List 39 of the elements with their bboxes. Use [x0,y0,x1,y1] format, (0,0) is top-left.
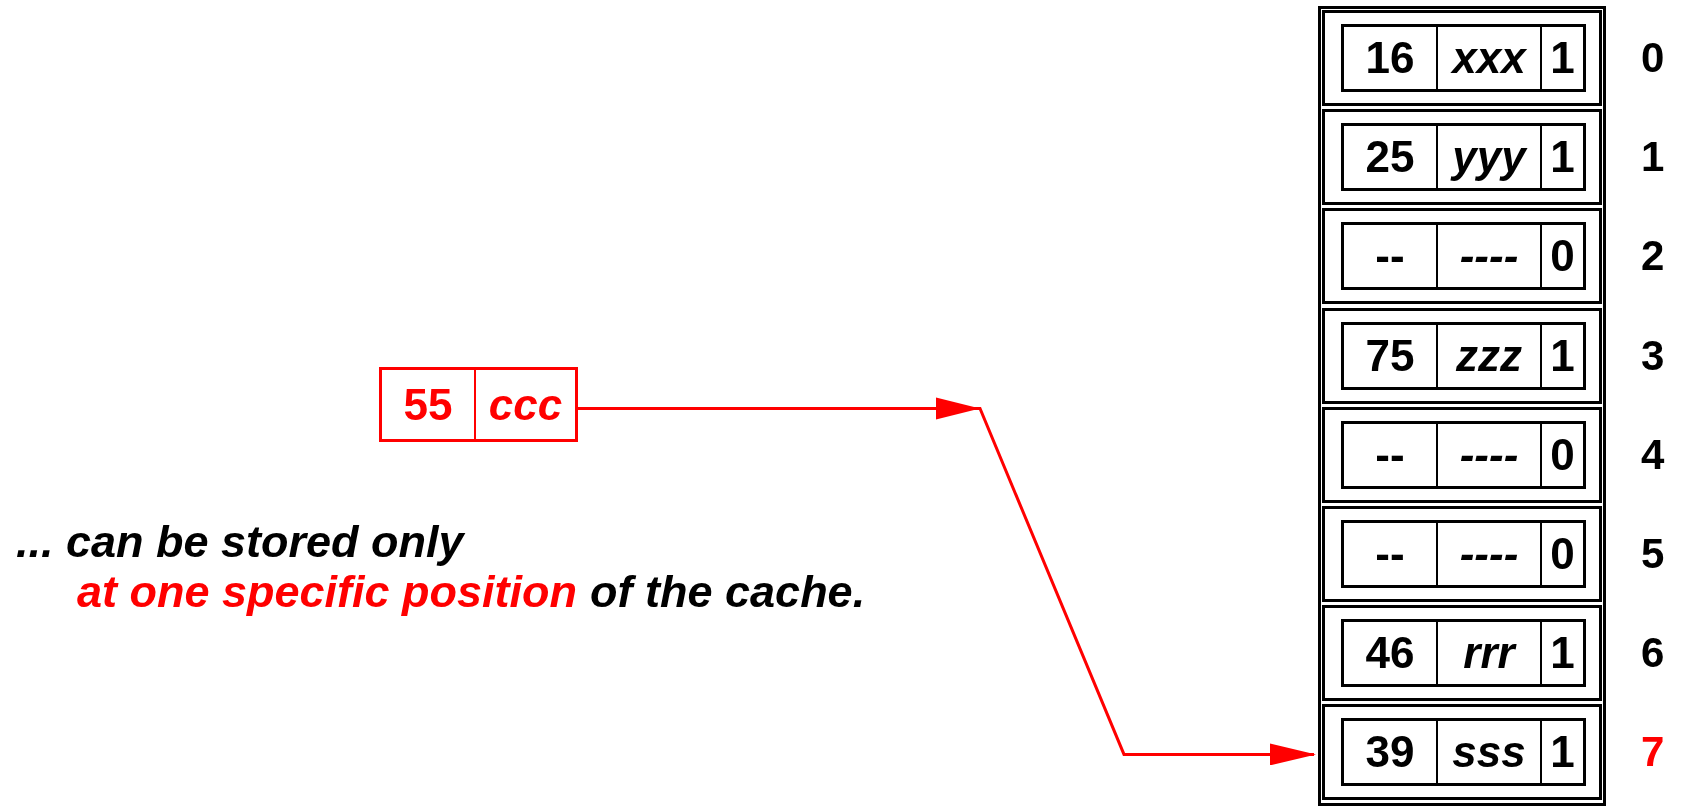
line-index: 7 [1641,728,1665,777]
data-value: sss [1452,727,1526,778]
tag-value: 25 [1365,132,1415,183]
line-index: 5 [1641,530,1665,578]
line-index: 4 [1641,430,1665,479]
line-index: 1 [1641,133,1665,182]
data-value: yyy [1452,132,1526,183]
caption-text: of the cache. [590,566,866,618]
arrow [578,397,1316,766]
tag-value: 46 [1365,628,1415,679]
data-value: xxx [1452,33,1526,83]
data-value: ---- [1459,529,1519,579]
line-index: 6 [1641,629,1665,678]
tag-value: -- [1375,429,1405,480]
data-value: zzz [1456,330,1522,381]
valid-bit: 1 [1550,727,1575,778]
valid-bit: 1 [1550,132,1575,183]
line-index: 0 [1641,34,1665,82]
tag-value: 39 [1365,727,1415,778]
tag-value: -- [1375,529,1405,579]
data-value: ---- [1459,231,1519,282]
tag-value: 16 [1365,33,1415,83]
valid-bit: 1 [1550,330,1575,381]
line-index: 2 [1641,232,1665,281]
tag-value: -- [1375,231,1405,282]
valid-bit: 0 [1550,231,1575,282]
caption-text: ... can be stored only [16,516,464,568]
memory-block [379,367,578,442]
data-value: ccc [488,379,563,430]
valid-bit: 0 [1550,429,1575,480]
data-value: ---- [1459,429,1519,480]
caption-text: at one specific position [77,566,578,618]
line-index: 3 [1641,331,1665,380]
data-value: rrr [1463,628,1515,679]
valid-bit: 0 [1550,529,1575,579]
valid-bit: 1 [1550,33,1575,83]
tag-value: 75 [1365,330,1415,381]
valid-bit: 1 [1550,628,1575,679]
tag-value: 55 [403,379,453,430]
